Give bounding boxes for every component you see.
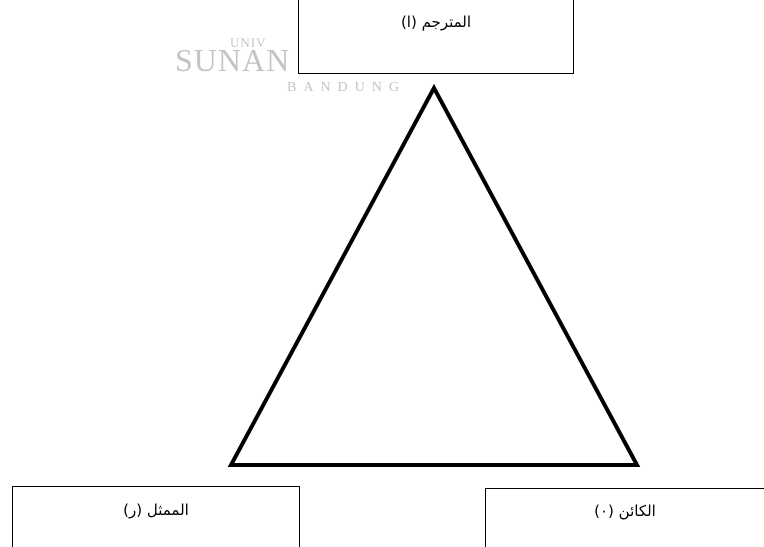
node-representamen-label: الممثل (ر) bbox=[123, 501, 189, 519]
node-interpreter: المترجم (ا) bbox=[298, 0, 574, 74]
node-object-label: الكائن (٠) bbox=[594, 502, 656, 520]
node-object: الكائن (٠) bbox=[485, 488, 764, 547]
triangle-shape bbox=[227, 83, 641, 467]
node-interpreter-label: المترجم (ا) bbox=[400, 13, 472, 31]
node-representamen: الممثل (ر) bbox=[12, 486, 300, 547]
